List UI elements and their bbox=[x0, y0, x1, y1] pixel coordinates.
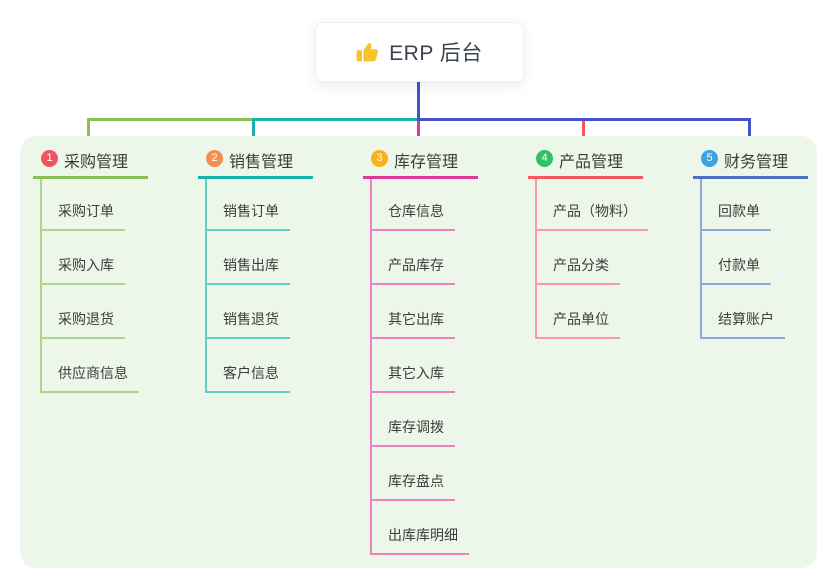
branch-number-badge: 3 bbox=[371, 150, 388, 167]
mindmap-leaf-node[interactable]: 其它出库 bbox=[372, 285, 478, 339]
mindmap-leaf-node[interactable]: 产品（物料） bbox=[537, 179, 648, 231]
branch-3: 3 库存管理 仓库信息产品库存其它出库其它入库库存调拨库存盘点出库库明细 bbox=[363, 148, 478, 555]
leaf-node-label: 库存盘点 bbox=[372, 471, 455, 501]
connector-horizontal-green bbox=[87, 118, 255, 121]
mindmap-leaf-node[interactable]: 客户信息 bbox=[207, 339, 313, 393]
mindmap-leaf-node[interactable]: 付款单 bbox=[702, 231, 808, 285]
root-title: ERP 后台 bbox=[389, 42, 483, 65]
mindmap-leaf-node[interactable]: 采购退货 bbox=[42, 285, 148, 339]
leaf-node-label: 销售退货 bbox=[207, 309, 290, 339]
leaf-node-label: 库存调拨 bbox=[372, 417, 455, 447]
branch-4: 4 产品管理 产品（物料） 产品分类产品单位 bbox=[528, 148, 648, 339]
mindmap-leaf-node[interactable]: 产品单位 bbox=[537, 285, 643, 339]
leaf-node-label: 其它出库 bbox=[372, 309, 455, 339]
thumbs-up-icon bbox=[356, 40, 380, 64]
connector-drop-branch2 bbox=[252, 118, 255, 144]
leaf-node-label: 出库库明细 bbox=[372, 525, 469, 555]
branch-items: 产品（物料） 产品分类产品单位 bbox=[535, 179, 648, 339]
branch-title-node[interactable]: 5 财务管理 bbox=[693, 148, 808, 179]
branch-5: 5 财务管理 回款单付款单结算账户 bbox=[693, 148, 808, 339]
branch-1: 1 采购管理 采购订单采购入库采购退货供应商信息 bbox=[33, 148, 148, 393]
branch-2: 2 销售管理 销售订单销售出库销售退货客户信息 bbox=[198, 148, 313, 393]
connector-drop-branch5 bbox=[748, 118, 751, 148]
leaf-node-label: 销售订单 bbox=[207, 201, 290, 231]
leaf-node-label: 客户信息 bbox=[207, 363, 290, 393]
mindmap-leaf-node[interactable]: 库存盘点 bbox=[372, 447, 478, 501]
root-node[interactable]: ERP 后台 bbox=[315, 22, 524, 82]
connector-root-drop bbox=[417, 82, 420, 119]
mindmap-leaf-node[interactable]: 采购入库 bbox=[42, 231, 148, 285]
mindmap-leaf-node[interactable]: 销售出库 bbox=[207, 231, 313, 285]
branch-title-node[interactable]: 3 库存管理 bbox=[363, 148, 478, 179]
mindmap-leaf-node[interactable]: 产品分类 bbox=[537, 231, 643, 285]
branch-title-label: 产品管理 bbox=[559, 154, 624, 171]
mindmap-leaf-node[interactable]: 结算账户 bbox=[702, 285, 808, 339]
mindmap-leaf-node[interactable]: 其它入库 bbox=[372, 339, 478, 393]
mindmap-leaf-node[interactable]: 采购订单 bbox=[42, 179, 148, 231]
leaf-node-label: 仓库信息 bbox=[372, 201, 455, 231]
connector-drop-branch3 bbox=[417, 121, 420, 148]
branch-items: 销售订单销售出库销售退货客户信息 bbox=[205, 179, 313, 393]
connector-horizontal-blue bbox=[417, 118, 751, 121]
leaf-node-label: 回款单 bbox=[702, 201, 771, 231]
leaf-node-label: 产品单位 bbox=[537, 309, 620, 339]
branch-title-label: 采购管理 bbox=[64, 154, 129, 171]
mindmap-leaf-node[interactable]: 销售退货 bbox=[207, 285, 313, 339]
connector-drop-branch4 bbox=[582, 121, 585, 148]
leaf-node-label: 产品（物料） bbox=[537, 201, 648, 231]
mindmap-leaf-node[interactable]: 销售订单 bbox=[207, 179, 313, 231]
branch-title-node[interactable]: 2 销售管理 bbox=[198, 148, 313, 179]
branch-number-badge: 1 bbox=[41, 150, 58, 167]
branch-number-badge: 2 bbox=[206, 150, 223, 167]
mindmap-leaf-node[interactable]: 库存调拨 bbox=[372, 393, 478, 447]
leaf-node-label: 采购订单 bbox=[42, 201, 125, 231]
branch-title-label: 销售管理 bbox=[229, 154, 294, 171]
branch-items: 回款单付款单结算账户 bbox=[700, 179, 808, 339]
leaf-node-label: 产品库存 bbox=[372, 255, 455, 285]
leaf-node-label: 供应商信息 bbox=[42, 363, 139, 393]
leaf-node-label: 其它入库 bbox=[372, 363, 455, 393]
mindmap-leaf-node[interactable]: 出库库明细 bbox=[372, 501, 478, 555]
branch-items: 采购订单采购入库采购退货供应商信息 bbox=[40, 179, 148, 393]
mindmap-leaf-node[interactable]: 回款单 bbox=[702, 179, 808, 231]
branch-number-badge: 5 bbox=[701, 150, 718, 167]
leaf-node-label: 产品分类 bbox=[537, 255, 620, 285]
mindmap-leaf-node[interactable]: 仓库信息 bbox=[372, 179, 478, 231]
branch-title-node[interactable]: 1 采购管理 bbox=[33, 148, 148, 179]
branch-title-node[interactable]: 4 产品管理 bbox=[528, 148, 643, 179]
mindmap-leaf-node[interactable]: 供应商信息 bbox=[42, 339, 148, 393]
mindmap-leaf-node[interactable]: 产品库存 bbox=[372, 231, 478, 285]
leaf-node-label: 采购退货 bbox=[42, 309, 125, 339]
branches-panel bbox=[20, 136, 817, 568]
branch-title-label: 库存管理 bbox=[394, 154, 459, 171]
branch-items: 仓库信息产品库存其它出库其它入库库存调拨库存盘点出库库明细 bbox=[370, 179, 478, 555]
branch-number-badge: 4 bbox=[536, 150, 553, 167]
leaf-node-label: 采购入库 bbox=[42, 255, 125, 285]
connector-horizontal-teal bbox=[252, 118, 418, 121]
leaf-node-label: 结算账户 bbox=[702, 309, 785, 339]
branch-title-label: 财务管理 bbox=[724, 154, 789, 171]
connector-drop-branch1 bbox=[87, 118, 90, 144]
leaf-node-label: 付款单 bbox=[702, 255, 771, 285]
leaf-node-label: 销售出库 bbox=[207, 255, 290, 285]
